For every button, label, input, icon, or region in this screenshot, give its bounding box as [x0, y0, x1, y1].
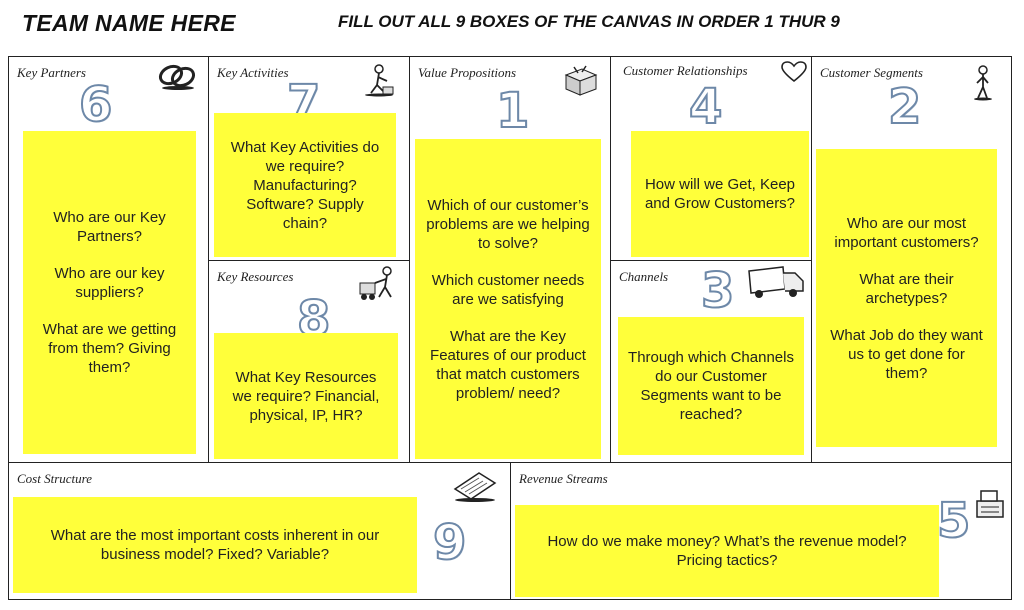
- block-title: Key Activities: [217, 65, 289, 80]
- question-text: How will we Get, Keep and Grow Customers…: [644, 176, 796, 212]
- customer-segments-note[interactable]: Who are our most important customers? Wh…: [816, 149, 997, 447]
- block-title: Key Partners: [17, 65, 86, 80]
- question-text: What Key Resources we require? Financial…: [232, 368, 380, 424]
- block-number: 2: [887, 79, 922, 135]
- cost-structure-block: Cost Structure 9 What are the most impor…: [8, 462, 511, 600]
- business-model-canvas: Key Partners 6 Who are our Key Partners?…: [8, 56, 1012, 600]
- block-number: 5: [936, 493, 971, 549]
- question-text: Through which Channels do our Customer S…: [628, 349, 794, 423]
- block-title: Channels: [619, 269, 669, 284]
- customer-segments-block: Customer Segments 2 Who are our most imp…: [811, 56, 1012, 463]
- block-title: Customer Relationships: [623, 63, 748, 78]
- delivery-truck-icon: [748, 266, 804, 298]
- question-text: Who are our most important customers?: [834, 214, 979, 251]
- customer-relationships-note[interactable]: How will we Get, Keep and Grow Customers…: [631, 131, 809, 257]
- key-activities-note[interactable]: What Key Activities do we require? Manuf…: [214, 113, 396, 257]
- cash-register-icon: [976, 490, 1004, 518]
- block-number: 3: [700, 263, 735, 319]
- block-number: 9: [432, 515, 467, 571]
- channels-block: Channels 3 Through which Channels do our…: [610, 260, 812, 463]
- revenue-streams-block: Revenue Streams 5 How do we make money? …: [510, 462, 1012, 600]
- heart-icon: [781, 61, 807, 83]
- block-title: Revenue Streams: [519, 471, 608, 486]
- chain-link-icon: [158, 64, 196, 90]
- block-title: Customer Segments: [820, 65, 923, 80]
- question-text: What are their archetypes?: [859, 270, 954, 307]
- block-title: Key Resources: [217, 269, 294, 284]
- question-text: What are the Key Features of our product…: [430, 327, 586, 402]
- key-resources-block: Key Resources 8 What Key Resources we re…: [208, 260, 410, 463]
- worker-cart-icon: [359, 266, 392, 300]
- block-number: 1: [495, 83, 530, 139]
- worker-icon: [365, 64, 394, 97]
- question-text: Which of our customer’s problems are we …: [426, 196, 590, 252]
- question-text: Who are our key suppliers?: [54, 265, 165, 301]
- question-text: What Job do they want us to get done for…: [830, 326, 983, 382]
- instruction-text: FILL OUT ALL 9 BOXES OF THE CANVAS IN OR…: [338, 12, 840, 31]
- question-text: How do we make money? What’s the revenue…: [547, 533, 907, 569]
- question-text: Which customer needs are we satisfying: [431, 271, 585, 308]
- question-text: What are we getting from them? Giving th…: [42, 321, 177, 376]
- block-number: 4: [688, 79, 723, 135]
- key-partners-block: Key Partners 6 Who are our Key Partners?…: [8, 56, 209, 463]
- value-propositions-note[interactable]: Which of our customer’s problems are we …: [415, 139, 601, 459]
- key-activities-block: Key Activities 7 What Key Activities do …: [208, 56, 410, 261]
- cost-structure-note[interactable]: What are the most important costs inhere…: [13, 497, 417, 593]
- value-propositions-block: Value Propositions 1 Which of our custom…: [409, 56, 611, 463]
- price-tag-icon: [453, 472, 497, 502]
- question-text: What are the most important costs inhere…: [50, 527, 380, 563]
- block-title: Cost Structure: [17, 471, 92, 486]
- key-partners-note[interactable]: Who are our Key Partners? Who are our ke…: [23, 131, 196, 454]
- question-text: Who are our Key Partners?: [53, 209, 166, 245]
- key-resources-note[interactable]: What Key Resources we require? Financial…: [214, 333, 398, 459]
- team-name-title: TEAM NAME HERE: [22, 10, 236, 36]
- gift-box-icon: [564, 65, 598, 96]
- channels-note[interactable]: Through which Channels do our Customer S…: [618, 317, 804, 455]
- customer-relationships-block: Customer Relationships 4 How will we Get…: [610, 56, 812, 261]
- person-icon: [974, 65, 992, 101]
- question-text: What Key Activities do we require? Manuf…: [230, 138, 380, 232]
- block-title: Value Propositions: [418, 65, 517, 80]
- block-number: 6: [78, 77, 113, 133]
- revenue-streams-note[interactable]: How do we make money? What’s the revenue…: [515, 505, 939, 597]
